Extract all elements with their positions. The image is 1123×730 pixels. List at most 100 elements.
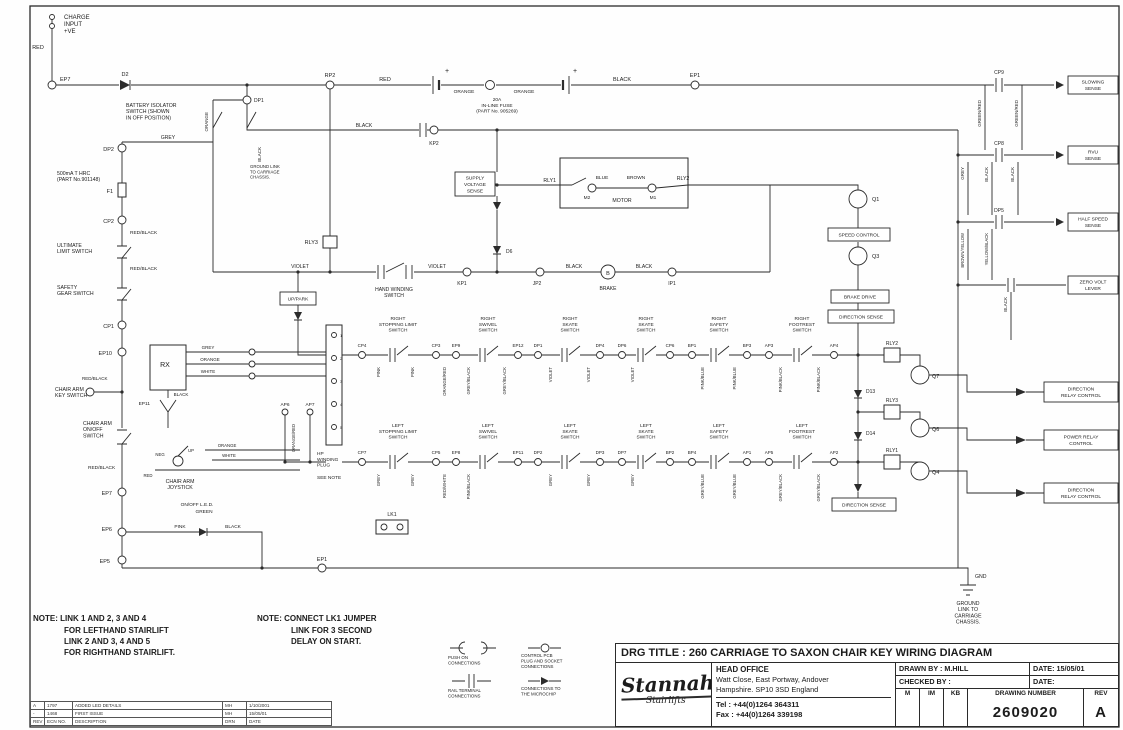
diagram-label: GREY bbox=[376, 474, 381, 486]
rly2-coil bbox=[883, 347, 901, 363]
legend-pcb-symbol bbox=[540, 643, 550, 653]
brake-drive-box: BRAKE DRIVE bbox=[830, 289, 890, 304]
diagram-label: RED bbox=[143, 473, 152, 478]
diagram-label: RX bbox=[160, 362, 170, 369]
diagram-label: ORANGE bbox=[204, 112, 209, 132]
diagram-label: PINK/BLACK bbox=[466, 474, 471, 499]
diagram-label: GREEN/RED bbox=[977, 99, 982, 127]
diagram-label: D13 bbox=[866, 389, 875, 395]
approval-cell-kb: KB bbox=[944, 689, 968, 726]
diagram-label: PINK bbox=[376, 367, 381, 377]
office-line1: Watt Close, East Portway, Andover bbox=[716, 675, 829, 685]
diagram-label: EP10 bbox=[99, 351, 112, 357]
diagram-label: DP5 bbox=[994, 208, 1004, 214]
diagram-label: DP2 bbox=[103, 147, 114, 153]
head-office-address: HEAD OFFICE Watt Close, East Portway, An… bbox=[712, 663, 896, 726]
diagram-label: CP2 bbox=[103, 219, 114, 225]
diagram-label: WHITE bbox=[222, 453, 236, 458]
diagram-label: RLY3 bbox=[305, 240, 318, 246]
drawing-title: DRG TITLE : 260 CARRIAGE TO SAXON CHAIR … bbox=[616, 644, 1118, 663]
diagram-label: CP7 bbox=[358, 450, 367, 455]
diagram-label: SEE NOTE bbox=[317, 475, 341, 481]
diagram-label: D14 bbox=[866, 431, 875, 437]
diagram-label: AP1 bbox=[743, 450, 752, 455]
sheet-border bbox=[29, 5, 1120, 728]
diagram-label: BLACK bbox=[984, 167, 989, 182]
diagram-label: EP11 bbox=[139, 401, 151, 407]
diagram-label: VIOLET bbox=[428, 264, 446, 270]
diagram-label: ORANGE bbox=[200, 357, 220, 362]
brake-drive-box-label: BRAKE DRIVE bbox=[844, 294, 876, 300]
diagram-label: RED/BLACK bbox=[82, 376, 108, 381]
component-symbols bbox=[117, 76, 1015, 596]
diagram-label: BLACK bbox=[636, 264, 653, 270]
transistor-q4 bbox=[910, 461, 930, 481]
diagram-label: Q6 bbox=[932, 427, 939, 433]
transistor-q7 bbox=[910, 365, 930, 385]
diagram-label: GREY/BLACK bbox=[778, 474, 783, 502]
diagram-label: GREEN bbox=[195, 509, 213, 515]
component-outlines bbox=[117, 157, 901, 535]
diagram-label: EP1 bbox=[690, 73, 700, 79]
logo-subname: Stairlifts bbox=[646, 696, 686, 706]
diagram-label: YELLOW/BLACK bbox=[984, 233, 989, 266]
speed-control-box-label: SPEED CONTROL bbox=[838, 232, 879, 238]
office-line2: Hampshire. SP10 3SD England bbox=[716, 684, 819, 694]
transistor-q3 bbox=[848, 246, 868, 266]
diagram-label: DP2 bbox=[534, 450, 543, 455]
diagram-label: GREY bbox=[548, 474, 553, 486]
diagram-label: ORANGE/RED bbox=[291, 424, 296, 452]
diagram-label: Q3 bbox=[872, 254, 879, 260]
diagram-label: PINK/BLUE bbox=[732, 367, 737, 390]
diagram-label: DP7 bbox=[618, 450, 627, 455]
approval-cell-m: M bbox=[896, 689, 920, 726]
diagram-label: DP1 bbox=[254, 98, 264, 104]
diagram-label: DP4 bbox=[596, 343, 605, 348]
revision-table: A 1797 ADDED LED DETAILS MH 1/10/2001 - … bbox=[30, 701, 332, 726]
diagram-label: CP1 bbox=[103, 324, 114, 330]
diagram-label: CP6 bbox=[666, 343, 675, 348]
diagram-label: 1 bbox=[340, 333, 343, 338]
diagram-label: RED bbox=[32, 45, 44, 51]
diagram-label: 5 bbox=[340, 425, 343, 430]
title-block: DRG TITLE : 260 CARRIAGE TO SAXON CHAIR … bbox=[615, 643, 1119, 727]
checked-by: CHECKED BY : bbox=[896, 676, 1031, 688]
rly3-coil bbox=[883, 404, 901, 420]
diagram-label: F1 bbox=[107, 189, 113, 195]
diagram-label: RED/BLACK bbox=[130, 266, 158, 272]
diagram-label: GREY/BLUE bbox=[732, 474, 737, 499]
diagram-label: GREY bbox=[630, 474, 635, 486]
diagram-label: EP12 bbox=[512, 343, 524, 348]
diagram-label: GREY/BLACK bbox=[816, 474, 821, 502]
diagram-label: DP1 bbox=[534, 343, 543, 348]
note-link-config: NOTE: LINK 1 AND 2, 3 AND 4 bbox=[33, 614, 147, 623]
diagram-label: CP8 bbox=[994, 141, 1004, 147]
diagram-label: DP6 bbox=[618, 343, 627, 348]
diagram-label: GND bbox=[975, 574, 987, 580]
diagram-label: ORANGE/RED bbox=[442, 367, 447, 396]
diagram-label: AP4 bbox=[830, 343, 839, 348]
diagram-label: VIOLET bbox=[586, 367, 591, 383]
diagram-label: RLY3 bbox=[886, 398, 898, 404]
diagram-label: GREY bbox=[161, 135, 176, 141]
lk1-jumper-box bbox=[375, 519, 409, 535]
office-fax: Fax : +44(0)1264 339198 bbox=[716, 709, 803, 719]
direction-sense-box-2-label: DIRECTION SENSE bbox=[842, 502, 886, 508]
diagram-label: EP8 bbox=[452, 450, 461, 455]
diagram-label: PINK bbox=[410, 367, 415, 377]
